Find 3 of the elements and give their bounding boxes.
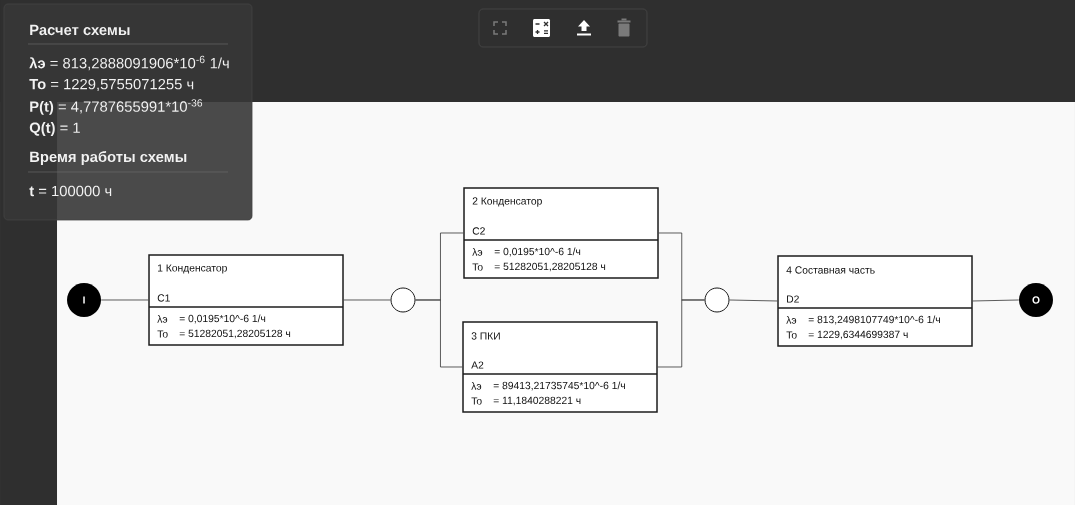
result-line: To = 1229,5755071255 ч <box>29 78 194 92</box>
panel-heading: Расчет схемы <box>30 24 130 36</box>
result-line: λэ = 813,2888091906*10$^{-6}$ 1/ч <box>29 55 229 71</box>
